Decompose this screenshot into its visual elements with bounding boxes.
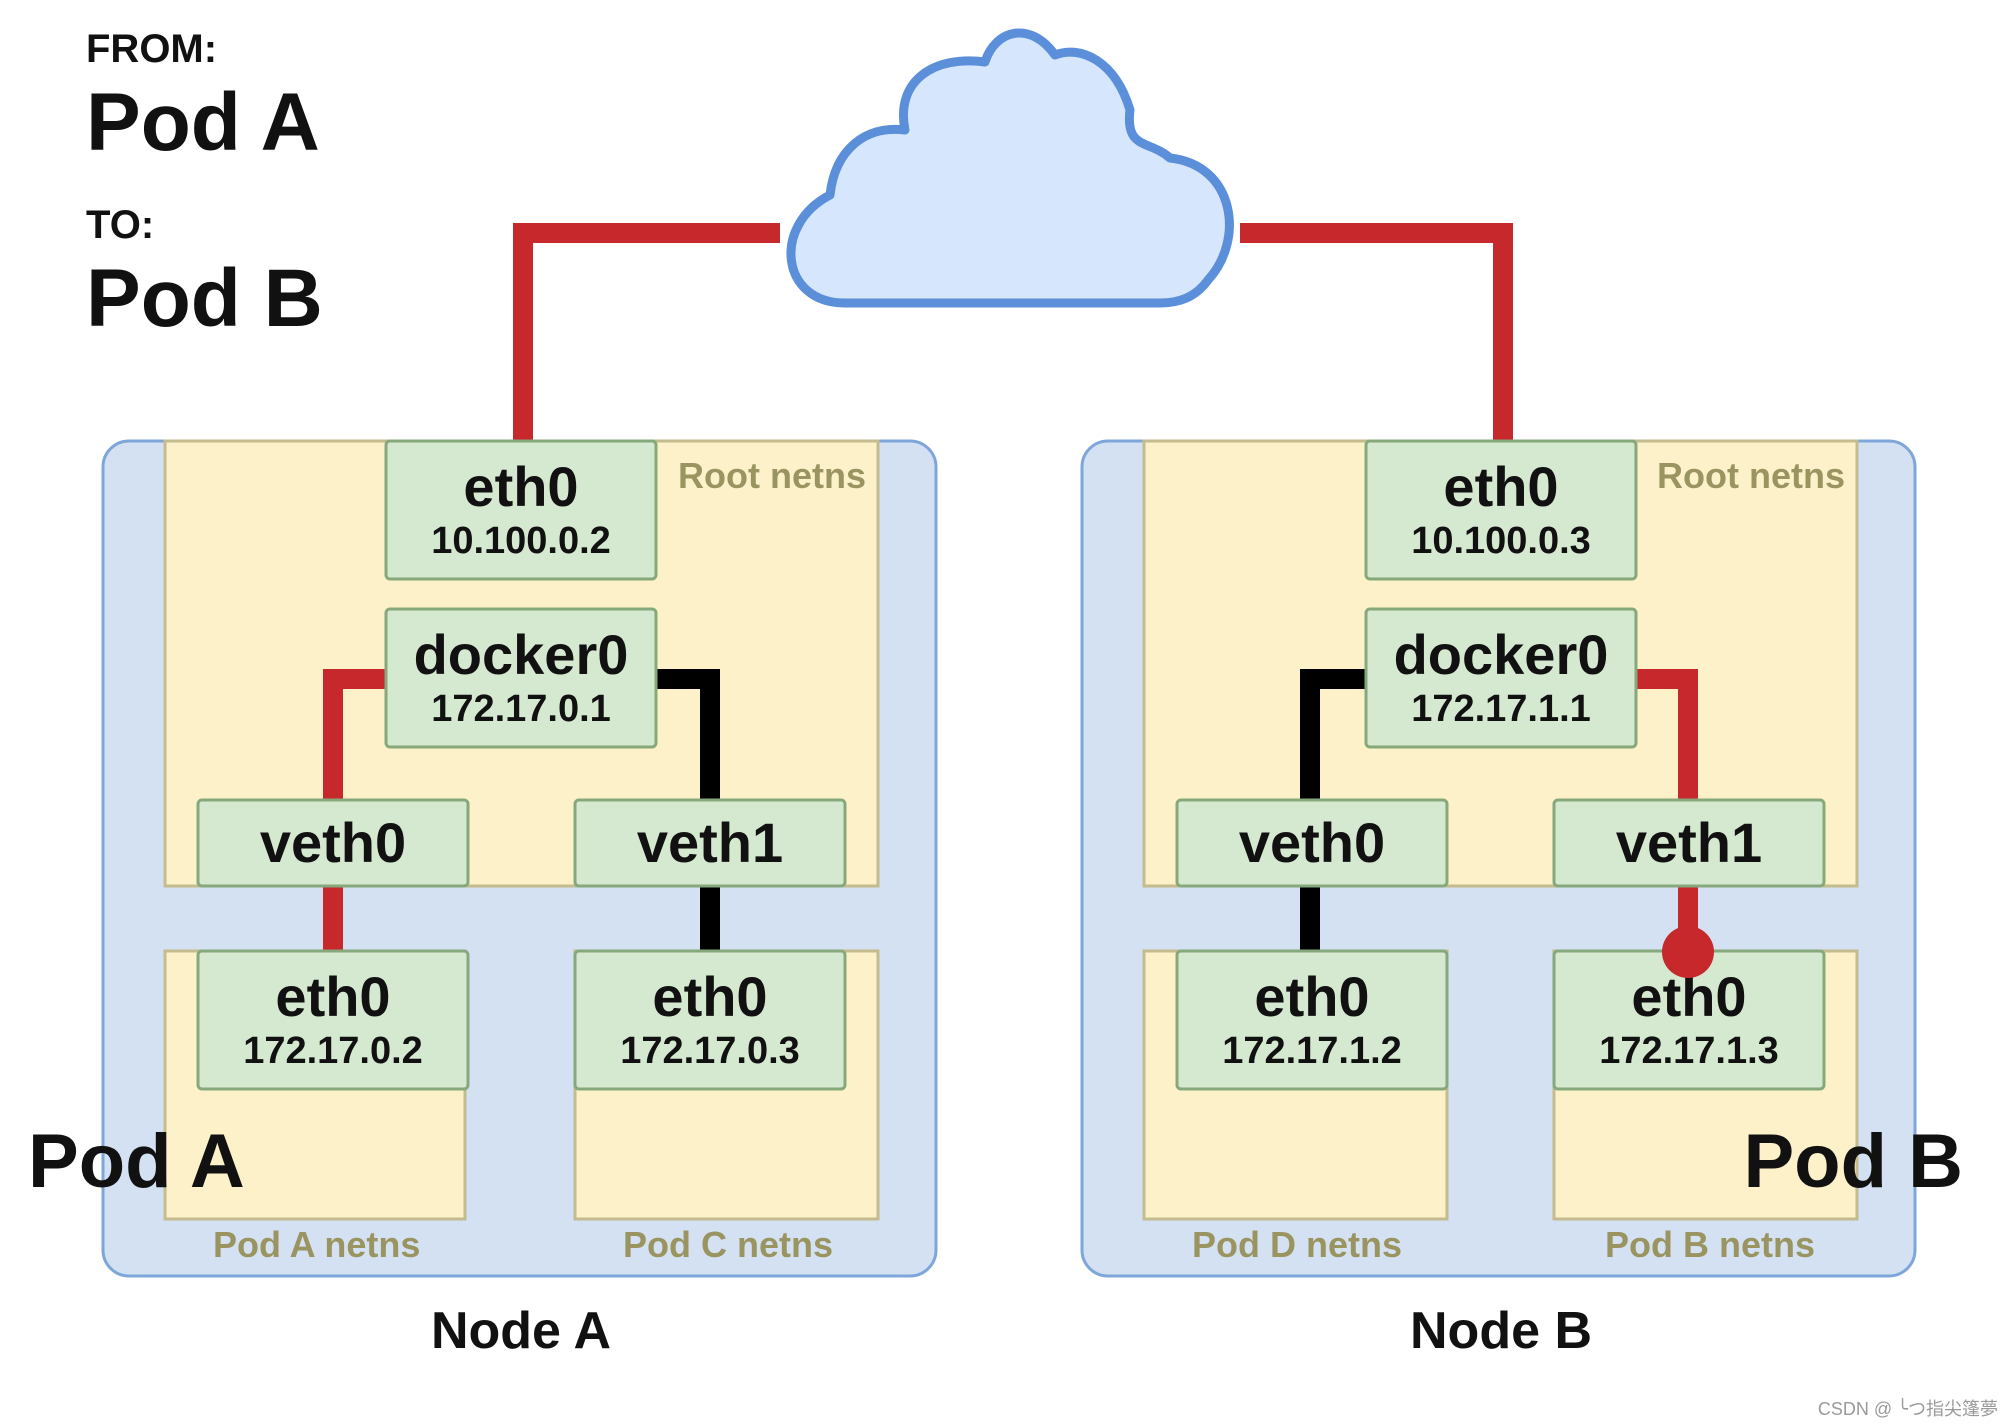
node-b: Root netns Pod D netns Pod B netns eth0 … xyxy=(1080,439,1963,1360)
pod-c-eth0-ip: 172.17.0.3 xyxy=(620,1030,800,1072)
node-b-docker0: docker0 172.17.1.1 xyxy=(1364,607,1638,749)
node-b-veth0-name: veth0 xyxy=(1239,811,1385,874)
link-docker0-veth1-node-a xyxy=(656,669,720,800)
packet-path-docker0-veth1-node-b xyxy=(1636,669,1698,800)
node-a-eth0-name: eth0 xyxy=(463,455,578,518)
node-b-veth1-name: veth1 xyxy=(1616,811,1762,874)
node-b-docker0-name: docker0 xyxy=(1394,623,1609,686)
node-a-root-netns-label: Root netns xyxy=(678,455,866,496)
pod-c-netns-label: Pod C netns xyxy=(623,1224,833,1265)
packet-path-cloud-to-node-b xyxy=(1240,223,1513,445)
pod-a-overlay-label: Pod A xyxy=(28,1119,245,1204)
pod-a-eth0-name: eth0 xyxy=(275,965,390,1028)
node-a-eth0: eth0 10.100.0.2 xyxy=(384,439,658,581)
packet-path-docker0-veth0-node-a xyxy=(323,669,386,800)
node-b-veth0: veth0 xyxy=(1175,798,1449,888)
node-b-eth0: eth0 10.100.0.3 xyxy=(1364,439,1638,581)
watermark: CSDN @ ╰つ指尖篷夢 xyxy=(1818,1398,1998,1419)
node-a-docker0-name: docker0 xyxy=(414,623,629,686)
node-a-docker0: docker0 172.17.0.1 xyxy=(384,607,658,749)
node-a-label: Node A xyxy=(431,1302,611,1360)
pod-a-netns-label: Pod A netns xyxy=(213,1224,420,1265)
from-pod-title: Pod A xyxy=(86,77,320,168)
node-a-veth0-name: veth0 xyxy=(260,811,406,874)
node-b-eth0-name: eth0 xyxy=(1443,455,1558,518)
node-a-docker0-ip: 172.17.0.1 xyxy=(431,688,611,730)
pod-d-netns-label: Pod D netns xyxy=(1192,1224,1402,1265)
node-a-veth1: veth1 xyxy=(573,798,847,888)
packet-path-node-a-to-cloud xyxy=(513,223,780,445)
node-a-veth0: veth0 xyxy=(196,798,470,888)
from-label: FROM: xyxy=(86,27,217,71)
node-b-root-netns-label: Root netns xyxy=(1657,455,1845,496)
pod-c-eth0-name: eth0 xyxy=(652,965,767,1028)
pod-b-overlay-label: Pod B xyxy=(1743,1119,1963,1204)
pod-d-eth0-ip: 172.17.1.2 xyxy=(1222,1030,1402,1072)
pod-a-eth0-ip: 172.17.0.2 xyxy=(243,1030,423,1072)
link-docker0-veth0-node-b xyxy=(1300,669,1366,800)
to-pod-title: Pod B xyxy=(86,253,323,344)
pod-d-eth0: eth0 172.17.1.2 xyxy=(1175,949,1449,1091)
node-a-veth1-name: veth1 xyxy=(637,811,783,874)
pod-d-eth0-name: eth0 xyxy=(1254,965,1369,1028)
dot-icon xyxy=(1662,926,1714,978)
pod-b-netns-label: Pod B netns xyxy=(1605,1224,1815,1265)
node-a: Root netns Pod A netns Pod C netns eth0 … xyxy=(28,439,938,1360)
node-b-label: Node B xyxy=(1410,1302,1592,1360)
node-b-veth1: veth1 xyxy=(1552,798,1826,888)
cloud-icon xyxy=(786,28,1234,308)
node-b-docker0-ip: 172.17.1.1 xyxy=(1411,688,1591,730)
node-b-eth0-ip: 10.100.0.3 xyxy=(1411,520,1591,562)
to-label: TO: xyxy=(86,203,154,247)
pod-c-eth0: eth0 172.17.0.3 xyxy=(573,949,847,1091)
pod-a-eth0: eth0 172.17.0.2 xyxy=(196,949,470,1091)
pod-b-eth0-ip: 172.17.1.3 xyxy=(1599,1030,1779,1072)
node-a-eth0-ip: 10.100.0.2 xyxy=(431,520,611,562)
